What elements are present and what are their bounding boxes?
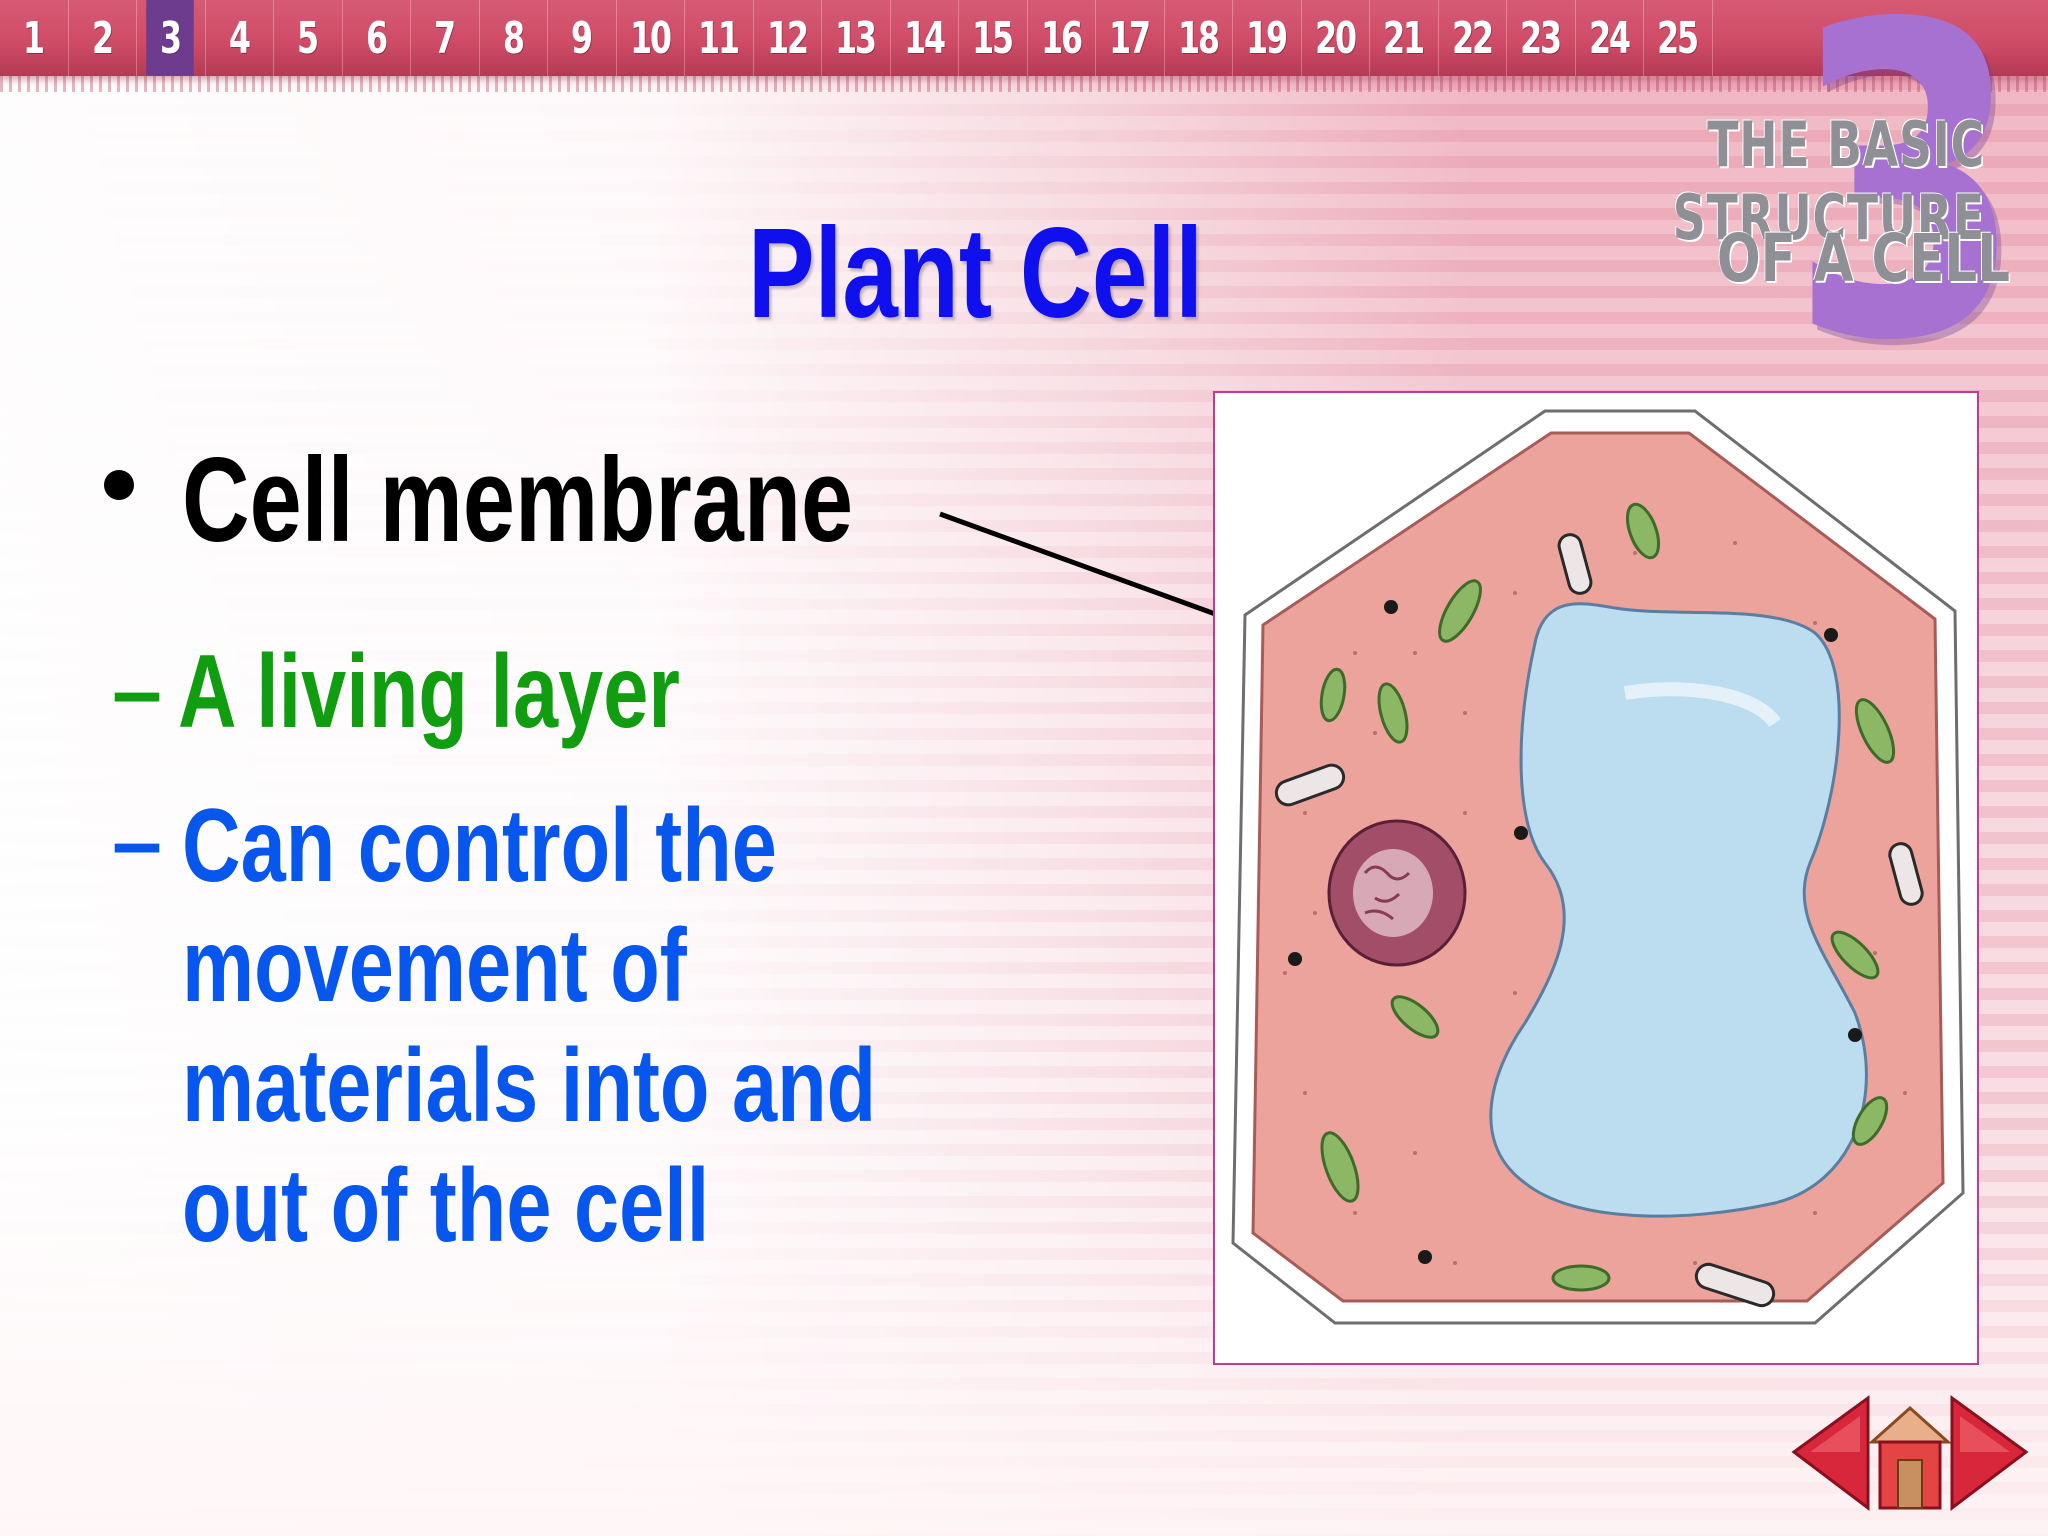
slide-nav-item-9[interactable]: 9: [571, 12, 593, 64]
mitochondria: [1274, 533, 1924, 1308]
slide-nav-item-23[interactable]: 23: [1520, 12, 1562, 64]
slide-nav-item-16[interactable]: 16: [1040, 12, 1083, 64]
slide-nav-item-22[interactable]: 22: [1451, 12, 1494, 64]
slide-nav-item-20[interactable]: 20: [1314, 12, 1357, 64]
slide-nav-item-5[interactable]: 5: [297, 12, 319, 64]
bullet-text: Cell membrane: [182, 433, 854, 567]
slide-nav-separator: [615, 0, 617, 76]
slide-nav-separator: [204, 0, 206, 76]
slide-nav-separator: [67, 0, 69, 76]
slide-nav-item-19[interactable]: 19: [1246, 12, 1288, 64]
slide-nav-item-6[interactable]: 6: [365, 12, 388, 64]
subpoint-line: Can control the: [182, 788, 777, 904]
slide-nav-item-14[interactable]: 14: [903, 12, 946, 64]
plant-cell-diagram: [1213, 391, 1979, 1365]
slide-nav-separator: [136, 0, 137, 76]
chloroplasts: [1319, 502, 1896, 1292]
slide-nav-item-25[interactable]: 25: [1657, 12, 1699, 64]
slide-nav-item-4[interactable]: 4: [228, 12, 251, 64]
slide-nav-separator: [1300, 0, 1302, 76]
bullet-cell-membrane: Cell membrane: [182, 440, 1042, 560]
slide-nav-separator: [821, 0, 822, 76]
slide-nav-item-24[interactable]: 24: [1588, 12, 1631, 64]
slide-nav-separator: [1506, 0, 1507, 76]
slide-nav-item-12[interactable]: 12: [766, 12, 809, 64]
chapter-title-line1: THE BASIC STRUCTURE: [1672, 108, 1985, 254]
slide-nav-item-21[interactable]: 21: [1383, 12, 1425, 64]
subpoint-dash: –: [112, 641, 163, 741]
slide-nav-item-1[interactable]: 1: [23, 12, 45, 64]
subpoint-living-layer: A living layer: [178, 640, 822, 744]
arrow-right-icon[interactable]: [1950, 1395, 2029, 1512]
bullet-dot: [104, 470, 134, 500]
slide-nav-item-15[interactable]: 15: [972, 12, 1014, 64]
slide-nav-separator: [1711, 0, 1713, 76]
slide-nav-item-7[interactable]: 7: [434, 12, 456, 64]
slide-nav-separator: [752, 0, 754, 76]
slide-nav-separator: [1026, 0, 1028, 76]
arrow-left-icon[interactable]: [1791, 1395, 1870, 1512]
chapter-title-line2: OF A CELL: [1716, 220, 2010, 297]
subpoint-line: movement of: [182, 908, 687, 1024]
slide-nav-separator: [1163, 0, 1165, 76]
slide-title-text: Plant Cell: [748, 202, 1203, 345]
slide-nav-item-2[interactable]: 2: [91, 12, 114, 64]
slide-nav-separator: [684, 0, 685, 76]
slide-nav-item-3[interactable]: 3: [146, 0, 194, 76]
slide-nav-item-13[interactable]: 13: [835, 12, 877, 64]
slide-nav-separator: [1437, 0, 1439, 76]
slide-nav-item-11[interactable]: 11: [698, 12, 740, 64]
slide-nav-separator: [958, 0, 959, 76]
slide-nav-separator: [1232, 0, 1233, 76]
slide-nav-separator: [1574, 0, 1576, 76]
slide-nav-separator: [547, 0, 548, 76]
bottom-navigation: [1790, 1390, 2030, 1520]
slide-nav-separator: [1095, 0, 1096, 76]
slide-nav-separator: [341, 0, 343, 76]
slide-nav-separator: [410, 0, 411, 76]
home-icon[interactable]: [1868, 1405, 1952, 1510]
vacuole: [1489, 602, 1868, 1218]
subpoint-text: A living layer: [178, 634, 680, 750]
slide-nav-separator: [478, 0, 480, 76]
slide-nav-separator: [273, 0, 274, 76]
subpoint-line: out of the cell: [182, 1148, 710, 1264]
slide-nav-separator: [889, 0, 891, 76]
slide-title: Plant Cell: [748, 200, 1331, 347]
slide-nav-item-18[interactable]: 18: [1177, 12, 1220, 64]
slide-nav-separator: [1643, 0, 1644, 76]
subpoint-dash: –: [112, 792, 163, 892]
slide-nav-item-8[interactable]: 8: [502, 12, 525, 64]
subpoint-control-movement: Can control the movement of materials in…: [182, 786, 1162, 1266]
chapter-numeral: 3: [1790, 0, 2024, 435]
slide-nav-separator: [1369, 0, 1370, 76]
slide-nav-item-17[interactable]: 17: [1109, 12, 1151, 64]
slide-nav-item-10[interactable]: 10: [629, 12, 672, 64]
subpoint-line: materials into and: [182, 1028, 877, 1144]
